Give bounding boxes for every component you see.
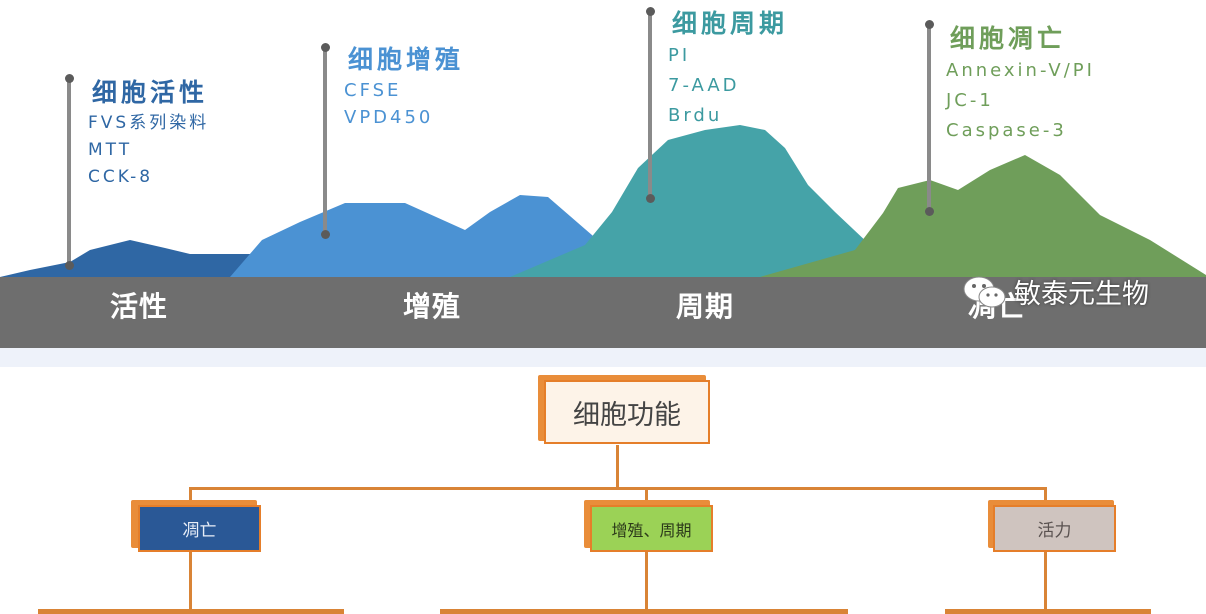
connector-to-apoptosis — [189, 487, 192, 505]
stage-heading-proliferation: 细胞增殖 — [348, 45, 465, 74]
pole-top-cycle — [646, 7, 655, 16]
connector-apoptosis-down — [189, 550, 192, 614]
method-item: CFSE — [344, 80, 402, 101]
pole-bottom-proliferation — [321, 230, 330, 239]
root-node: 细胞功能 — [544, 380, 710, 444]
connector-to-proliferation — [645, 487, 648, 505]
connector-to-viability — [1044, 487, 1047, 505]
section-divider — [0, 348, 1206, 367]
base-label-proliferation: 增殖 — [403, 290, 462, 323]
function-tree: 细胞功能 凋亡 增殖、周期 活力 — [0, 367, 1206, 614]
method-item: CCK-8 — [88, 167, 154, 187]
base-label-cycle: 周期 — [676, 290, 735, 323]
wechat-icon — [963, 276, 1006, 307]
connector-bottom-left — [38, 609, 344, 614]
pole-proliferation — [323, 48, 327, 235]
method-item: MTT — [88, 140, 133, 160]
stage-heading-activity: 细胞活性 — [92, 78, 209, 107]
pole-top-apoptosis — [925, 20, 934, 29]
method-item: Caspase-3 — [946, 120, 1067, 141]
mountain-proliferation — [230, 195, 620, 277]
base-band — [0, 277, 1206, 348]
pole-activity — [67, 80, 71, 266]
stage-items-activity: FVS系列染料 MTT CCK-8 — [88, 110, 209, 191]
method-item: PI — [668, 45, 691, 66]
stage-items-apoptosis: Annexin-V/PI JC-1 Caspase-3 — [946, 56, 1095, 146]
mountain-apoptosis — [760, 155, 1206, 277]
pole-cycle — [648, 12, 652, 199]
mountain-range — [0, 125, 1206, 277]
stage-items-cycle: PI 7-AAD Brdu — [668, 41, 740, 131]
node-apoptosis: 凋亡 — [138, 505, 261, 552]
pole-bottom-cycle — [646, 194, 655, 203]
stage-items-proliferation: CFSE VPD450 — [344, 77, 433, 131]
methods-landscape: 活性 增殖 周期 凋亡 细胞活性 FVS系列染料 MTT CCK-8 细胞增殖 … — [0, 7, 1206, 348]
pole-top-activity — [65, 74, 74, 83]
pole-top-proliferation — [321, 43, 330, 52]
node-proliferation-cycle: 增殖、周期 — [590, 505, 713, 552]
watermark: 敏泰元生物 — [962, 272, 1149, 311]
method-item: Brdu — [668, 105, 723, 126]
method-item: Annexin-V/PI — [946, 60, 1095, 81]
connector-bottom-right — [945, 609, 1151, 614]
method-item: FVS系列染料 — [88, 113, 210, 133]
connector-root-down — [616, 445, 619, 487]
mountain-activity — [0, 240, 260, 277]
method-item: VPD450 — [344, 107, 434, 128]
connector-viability-down — [1044, 550, 1047, 614]
node-viability: 活力 — [993, 505, 1116, 552]
pole-bottom-apoptosis — [925, 207, 934, 216]
pole-apoptosis — [927, 25, 931, 212]
connector-proliferation-down — [645, 550, 648, 614]
connector-horizontal — [189, 487, 1047, 490]
method-item: JC-1 — [946, 90, 994, 111]
method-item: 7-AAD — [668, 75, 740, 96]
base-label-activity: 活性 — [110, 290, 169, 323]
connector-bottom-middle — [440, 609, 848, 614]
stage-heading-cycle: 细胞周期 — [672, 9, 789, 38]
pole-bottom-activity — [65, 261, 74, 270]
mountain-cycle — [510, 125, 895, 277]
watermark-text: 敏泰元生物 — [1014, 279, 1149, 310]
stage-heading-apoptosis: 细胞凋亡 — [950, 24, 1067, 53]
